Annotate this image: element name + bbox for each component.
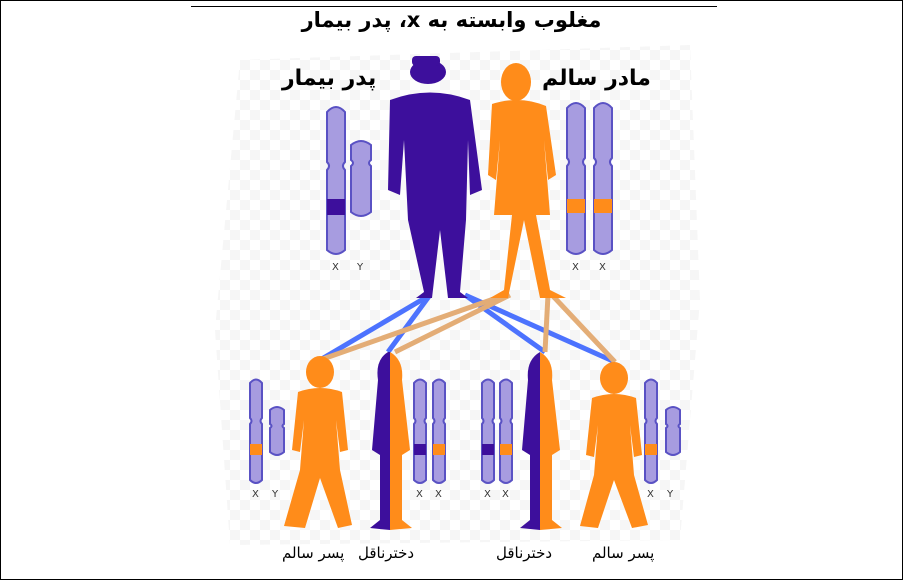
child-4-chrom-label-2: Y: [666, 489, 674, 500]
mother-label: مادر سالم: [542, 66, 651, 91]
child-3-label: دخترناقل: [496, 544, 552, 562]
child-3-chrom-label-2: X: [502, 489, 509, 500]
child-1-chrom-label-1: X: [252, 489, 259, 500]
child-3-chrom-label-1: X: [484, 489, 491, 500]
child-2-chrom-label-1: X: [416, 489, 423, 500]
child-2-chrom-label-2: X: [435, 489, 442, 500]
father-chrom-label-2: Y: [356, 262, 364, 273]
child-1-chrom-label-2: Y: [271, 489, 279, 500]
child-2-label: دخترناقل: [358, 544, 414, 562]
child-4-label: پسر سالم: [592, 544, 654, 562]
father-chrom-label-1: X: [332, 262, 339, 273]
mother-chrom-label-2: X: [599, 262, 606, 273]
child-4-chrom-label-1: X: [647, 489, 654, 500]
father-label: پدر بیمار: [282, 66, 376, 91]
mother-chrom-label-1: X: [572, 262, 579, 273]
child-1-label: پسر سالم: [282, 544, 344, 562]
